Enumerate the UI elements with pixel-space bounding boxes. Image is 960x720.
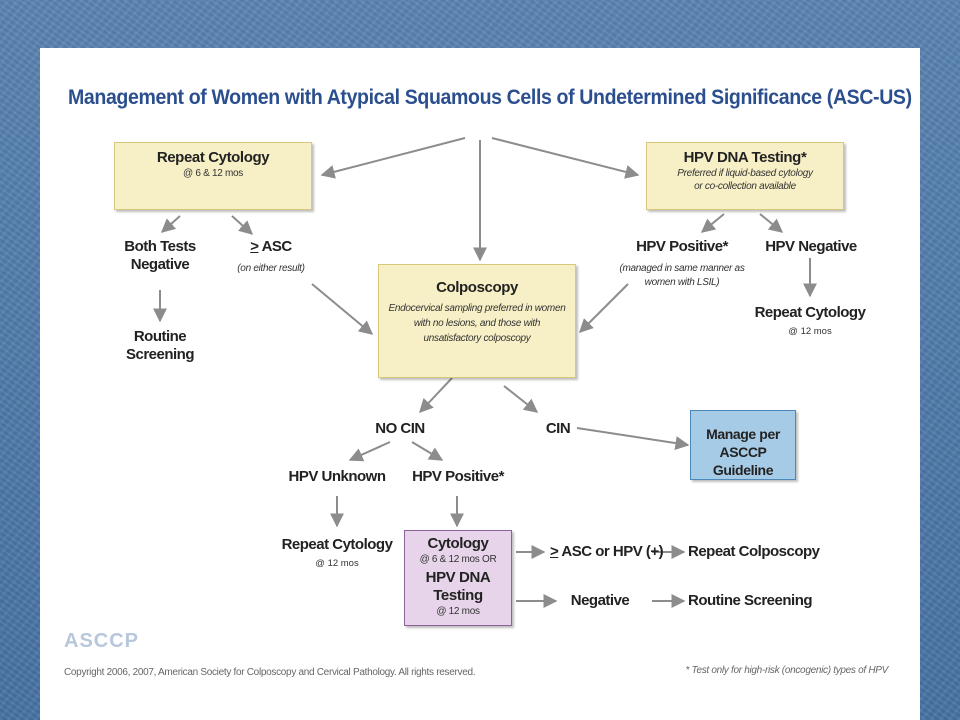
manage-line1: Manage per [706, 426, 780, 442]
repeat-cytology-bottom: Repeat Cytology [281, 536, 393, 553]
both-tests-negative: Both Tests Negative [120, 238, 200, 274]
routine-screening-left-line1: Routine [133, 328, 187, 345]
colposcopy-note-3: unsatisfactory colposcopy [423, 333, 531, 344]
hpv-positive-top: HPV Positive* [636, 238, 728, 255]
colposcopy-title: Colposcopy [436, 279, 518, 296]
arrow-cytology-to-both-negative [160, 215, 181, 233]
arrow-asc-to-colposcopy [311, 283, 374, 335]
arrow-no-cin-to-hpv-positive [411, 441, 444, 461]
followup-hpv-title: HPV DNA Testing [425, 569, 491, 604]
negative: Negative [570, 592, 630, 609]
hpv-unknown: HPV Unknown [288, 468, 386, 485]
both-tests-negative-line1: Both Tests [124, 238, 196, 255]
arrow-cytology-to-asc [231, 215, 254, 235]
hpv-positive-top-note-1: (managed in same manner as [619, 263, 745, 274]
flow-arrows [153, 137, 817, 608]
routine-screening-left-line2: Screening [125, 346, 195, 363]
routine-screening-bottom: Routine Screening [688, 592, 813, 609]
asc-or-hpv-positive: > ASC or HPV (+) [550, 543, 664, 561]
hpv-dna-testing-box: HPV DNA Testing* Preferred if liquid-bas… [646, 142, 844, 210]
hpv-dna-testing-title: HPV DNA Testing* [683, 149, 807, 166]
routine-screening-left: Routine Screening [120, 328, 200, 364]
repeat-cytology-title: Repeat Cytology [156, 149, 270, 166]
arrow-no-cin-to-hpv-unknown [348, 441, 391, 462]
asc-symbol: > [250, 238, 259, 255]
followup-testing-box: Cytology @ 6 & 12 mos OR HPV DNA Testing… [404, 530, 512, 626]
cin: CIN [545, 420, 571, 437]
followup-cytology-title: Cytology [427, 535, 489, 552]
copyright-text: Copyright 2006, 2007, American Society f… [64, 667, 476, 678]
both-tests-negative-line2: Negative [130, 256, 190, 273]
asccp-logo: ASCCP [64, 630, 140, 652]
arrow-colposcopy-to-no-cin [419, 377, 453, 414]
arrow-title-to-repeat-cytology [320, 137, 466, 179]
repeat-cytology-right: Repeat Cytology [754, 304, 866, 321]
asc-result: > ASC [236, 238, 306, 256]
repeat-cytology-bottom-interval: @ 12 mos [315, 558, 359, 569]
arrow-hpv-positive-to-colposcopy [579, 283, 629, 333]
hpv-dna-testing-note-2: or co-collection available [694, 181, 796, 192]
hpv-negative: HPV Negative [765, 238, 857, 255]
asc-note: (on either result) [237, 263, 305, 274]
repeat-cytology-box: Repeat Cytology @ 6 & 12 mos [114, 142, 312, 210]
manage-per-asccp-box: Manage per ASCCP Guideline [690, 410, 796, 480]
arrow-cin-to-manage [576, 427, 690, 451]
slide: Management of Women with Atypical Squamo… [40, 48, 920, 720]
diagram-title: Management of Women with Atypical Squamo… [68, 86, 912, 109]
arrow-colposcopy-to-cin [503, 385, 539, 413]
arrow-hpv-testing-to-positive [700, 213, 725, 233]
repeat-colposcopy: Repeat Colposcopy [688, 543, 820, 560]
asc-label: ASC [258, 238, 293, 255]
hpv-positive-bottom: HPV Positive* [412, 468, 504, 485]
arrow-title-to-hpv-testing [491, 137, 640, 179]
no-cin: NO CIN [375, 420, 425, 437]
arrow-hpv-testing-to-negative [759, 213, 784, 233]
repeat-cytology-interval: @ 6 & 12 mos [183, 168, 243, 179]
footnote-text: * Test only for high-risk (oncogenic) ty… [685, 665, 888, 676]
followup-cytology-interval: @ 6 & 12 mos OR [419, 554, 497, 565]
hpv-positive-top-note-2: women with LSIL) [644, 277, 720, 288]
repeat-cytology-right-interval: @ 12 mos [788, 326, 832, 337]
followup-hpv-interval: @ 12 mos [436, 606, 480, 617]
asc-or-hpv-label: ASC or HPV (+) [558, 543, 664, 560]
colposcopy-note-2: with no lesions, and those with [413, 318, 541, 329]
manage-line2: ASCCP Guideline [712, 444, 774, 478]
colposcopy-box: Colposcopy Endocervical sampling preferr… [378, 264, 576, 378]
asc-or-hpv-symbol: > [550, 543, 559, 560]
colposcopy-note-1: Endocervical sampling preferred in women [388, 303, 566, 314]
hpv-dna-testing-note-1: Preferred if liquid-based cytology [677, 168, 813, 179]
